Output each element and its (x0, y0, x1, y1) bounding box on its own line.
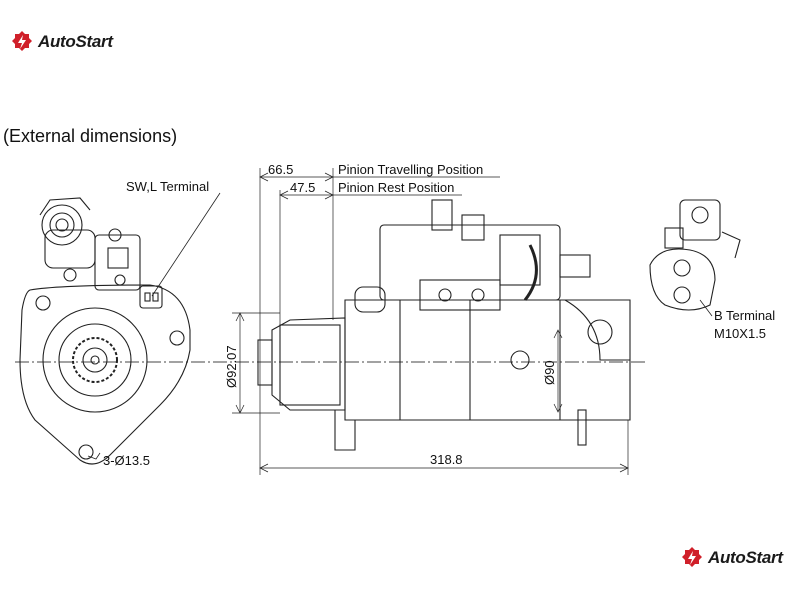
gear-bolt-logo-icon (12, 31, 32, 51)
label-pinion-rest: Pinion Rest Position (338, 180, 454, 195)
side-view (257, 199, 631, 451)
dimension-lines (232, 168, 629, 475)
label-pinion-travel: Pinion Travelling Position (338, 162, 483, 177)
brand-name: AutoStart (38, 32, 113, 51)
dim-pinion-rest: 47.5 (290, 180, 315, 195)
wire-harness (523, 244, 538, 301)
dim-pinion-travel: 66.5 (268, 162, 293, 177)
brand-logo-top: AutoStart (10, 30, 113, 54)
gear-bolt-logo-icon (682, 547, 702, 567)
diagram-title: (External dimensions) (3, 126, 178, 146)
dim-overall-length: 318.8 (430, 452, 463, 467)
brand-logo-bottom: AutoStart (680, 546, 783, 570)
motor-body (344, 299, 631, 421)
brand-name: AutoStart (708, 548, 783, 567)
dim-body-diameter: Ø90 (542, 360, 557, 385)
rear-view (649, 199, 741, 317)
label-mount-holes: 3-Ø13.5 (103, 453, 150, 468)
label-sw-l-terminal: SW,L Terminal (126, 179, 210, 194)
label-b-terminal: B Terminal (714, 308, 776, 323)
dim-pilot-diameter: Ø92.07 (224, 345, 239, 388)
nose-housing (271, 317, 346, 411)
front-view (19, 192, 221, 465)
label-b-thread: M10X1.5 (714, 326, 767, 341)
